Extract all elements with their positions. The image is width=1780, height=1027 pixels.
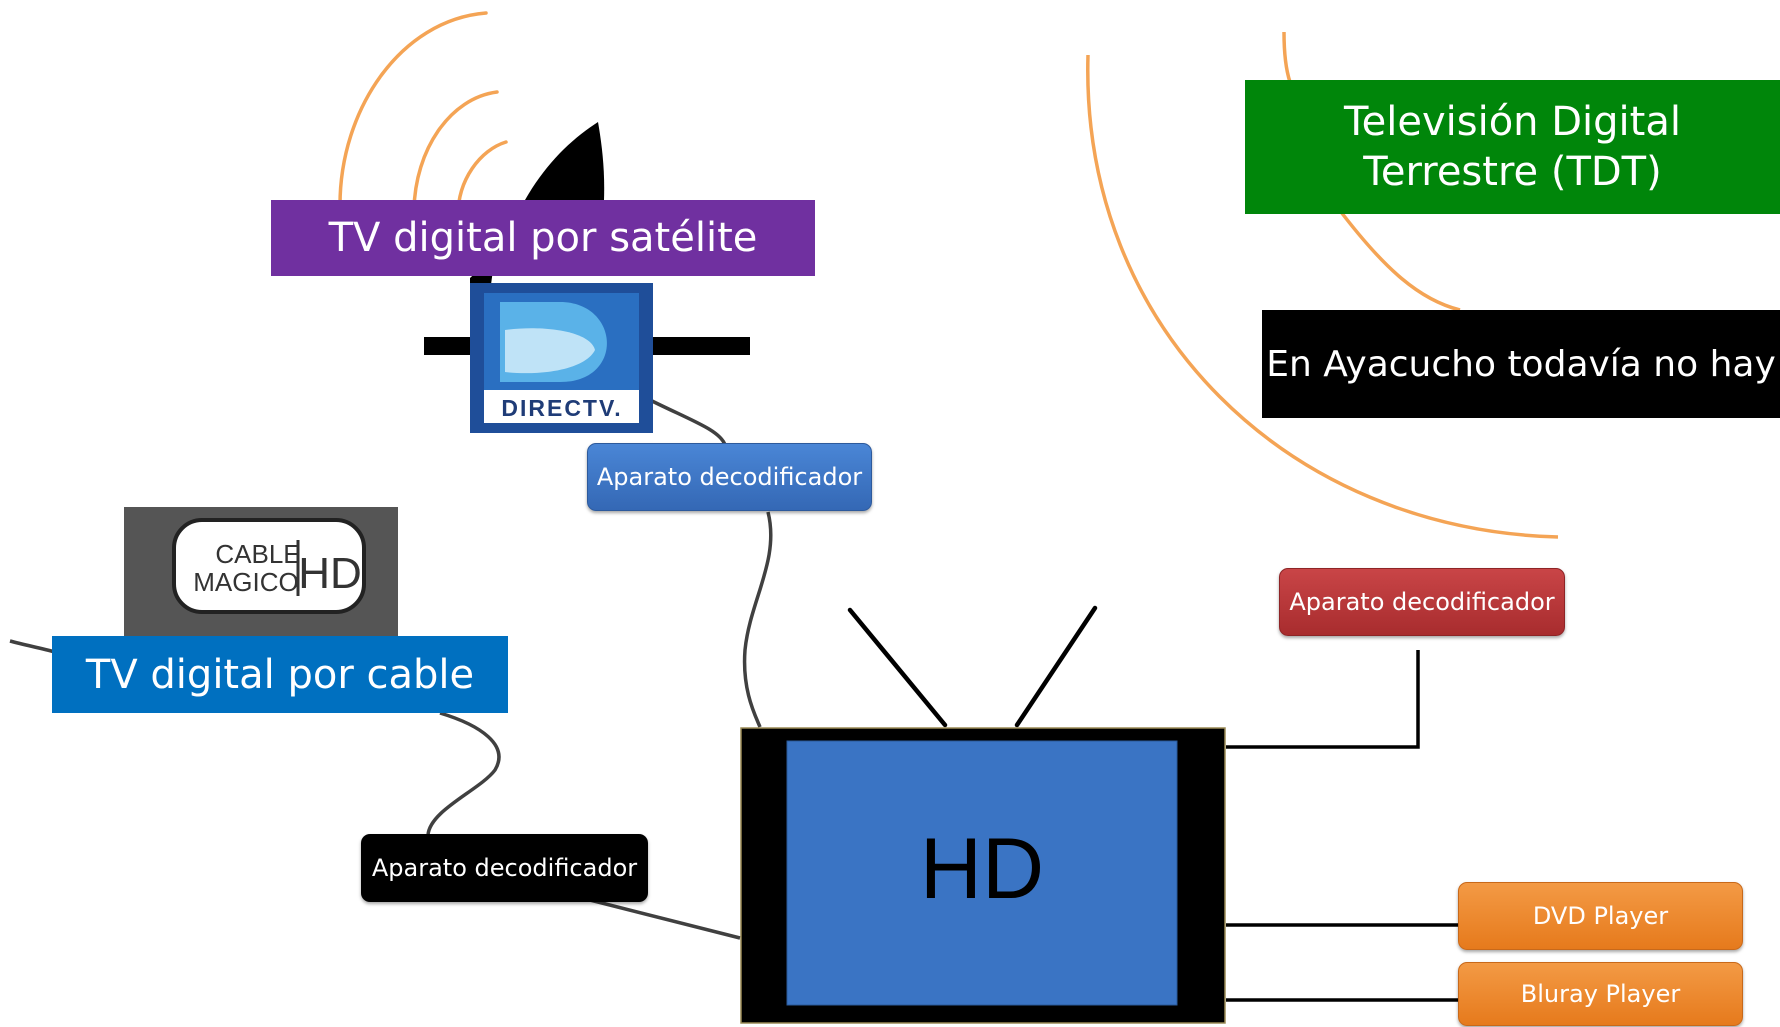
- cable-logo-line1: CABLE: [215, 539, 300, 569]
- dvd-player-box: DVD Player: [1458, 882, 1743, 950]
- tv-screen: [786, 740, 1178, 1006]
- tdt-decoder-box: Aparato decodificador: [1279, 568, 1565, 636]
- cable-magico-logo: CABLE MAGICO HD: [124, 507, 398, 638]
- cable-decoder-box: Aparato decodificador: [361, 834, 648, 902]
- directv-logo: DIRECTV.: [470, 283, 653, 433]
- tv-antenna-icon: [847, 605, 1098, 728]
- tv-input-wires: [1226, 650, 1460, 1002]
- satellite-decoder-box: Aparato decodificador: [587, 443, 872, 511]
- cable-logo-hd: HD: [298, 549, 362, 598]
- tv-screen-hd-text: HD: [919, 821, 1045, 917]
- satellite-signal-waves: [338, 11, 508, 217]
- tdt-label-line1: Televisión Digital: [1344, 99, 1681, 145]
- tdt-label: Televisión Digital Terrestre (TDT): [1245, 80, 1780, 214]
- connection-wires: [9, 398, 773, 940]
- satellite-tv-label: TV digital por satélite: [271, 200, 815, 276]
- tdt-signal-arcs: [1086, 31, 1559, 539]
- bluray-player-box: Bluray Player: [1458, 962, 1743, 1026]
- ayacucho-note: En Ayacucho todavía no hay: [1262, 310, 1780, 418]
- directv-logo-text: DIRECTV.: [501, 395, 622, 421]
- cable-logo-line2: MAGICO: [193, 567, 298, 597]
- tdt-label-line2: Terrestre (TDT): [1363, 149, 1662, 195]
- cable-tv-label: TV digital por cable: [52, 636, 508, 713]
